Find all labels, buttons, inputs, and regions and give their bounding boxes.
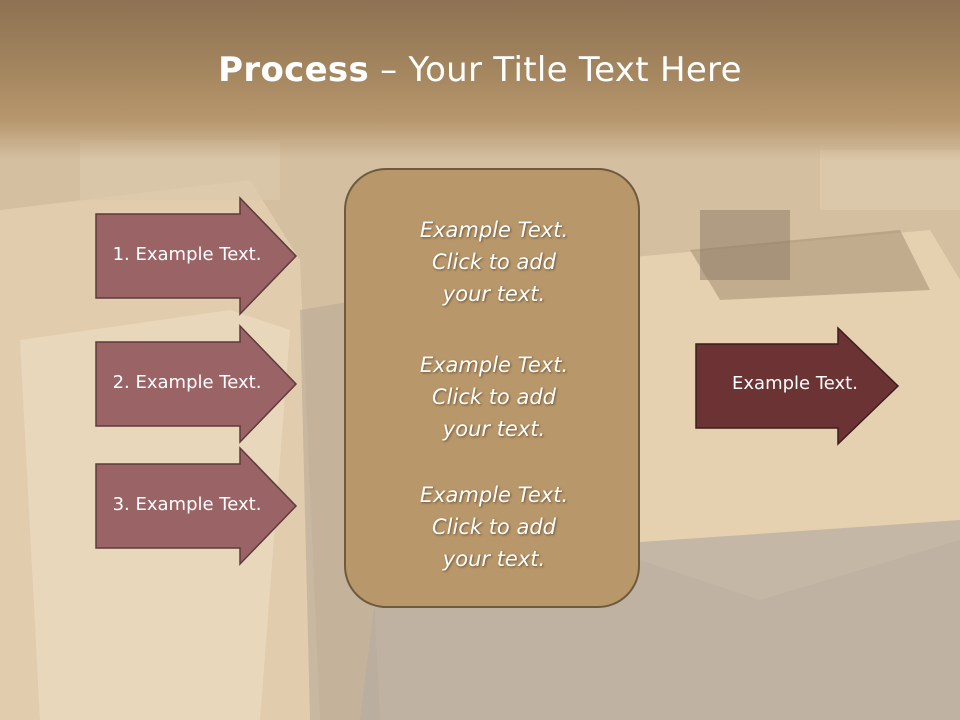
- panel-item-2-line3: your text.: [442, 417, 546, 441]
- panel-item-1-line2: Click to add: [431, 250, 556, 274]
- panel-item-2-line2: Click to add: [431, 385, 556, 409]
- panel-item-2-line1: Example Text.: [419, 353, 569, 377]
- panel-item-3-line1: Example Text.: [419, 483, 569, 507]
- left-arrow-1-label: 1. Example Text.: [112, 244, 262, 265]
- panel-item-2: Example Text. Click to add your text.: [346, 349, 642, 445]
- left-arrow-2[interactable]: [95, 324, 298, 444]
- panel-item-1-line3: your text.: [442, 282, 546, 306]
- title-bold: Process: [218, 50, 370, 90]
- panel-item-3-line2: Click to add: [431, 515, 556, 539]
- right-arrow-label: Example Text.: [732, 373, 858, 394]
- left-arrow-3-label: 3. Example Text.: [112, 494, 262, 515]
- panel-item-1: Example Text. Click to add your text.: [346, 214, 642, 310]
- right-arrow[interactable]: [695, 326, 900, 446]
- panel-item-1-line1: Example Text.: [419, 218, 569, 242]
- title-band: [0, 0, 960, 160]
- slide-title[interactable]: Process – Your Title Text Here: [0, 50, 960, 90]
- center-panel[interactable]: Example Text. Click to add your text. Ex…: [344, 168, 640, 608]
- title-rest: – Your Title Text Here: [369, 50, 742, 90]
- left-arrow-2-label: 2. Example Text.: [112, 372, 262, 393]
- left-arrow-3[interactable]: [95, 446, 298, 566]
- panel-item-3: Example Text. Click to add your text.: [346, 479, 642, 575]
- panel-item-3-line3: your text.: [442, 547, 546, 571]
- left-arrow-1[interactable]: [95, 196, 298, 316]
